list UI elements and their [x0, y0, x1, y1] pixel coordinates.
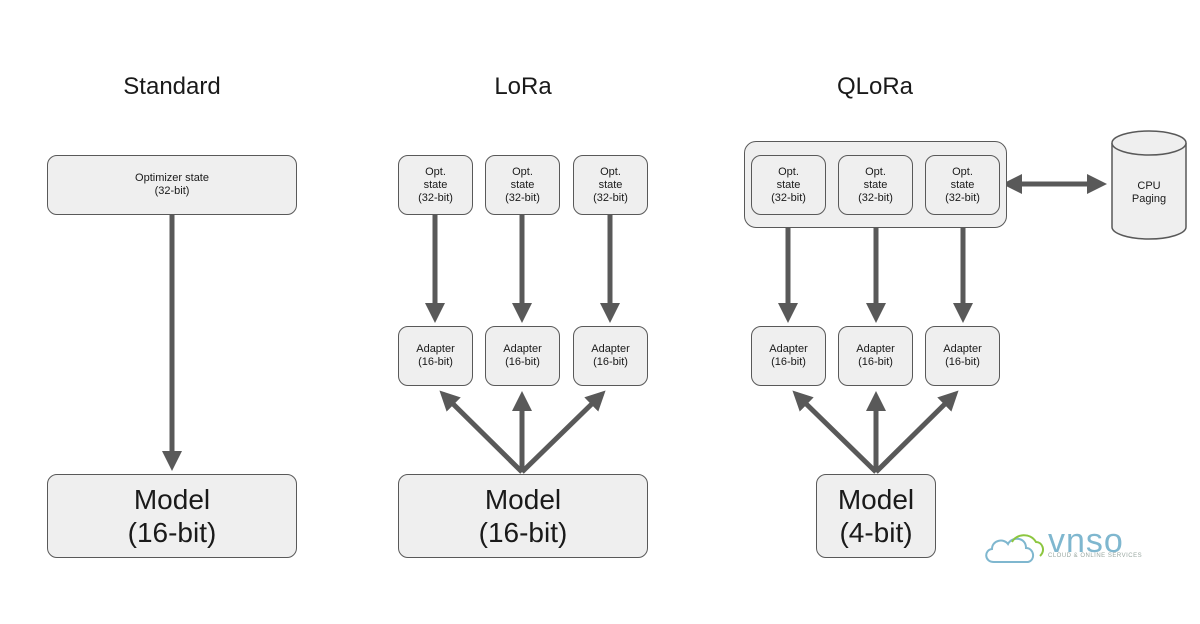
qlora-adapter-box-2: Adapter (16-bit) — [838, 326, 913, 386]
lora-opt-precision: (32-bit) — [505, 191, 540, 204]
vnso-logo-tagline: CLOUD & ONLINE SERVICES — [1048, 553, 1143, 559]
qlora-adapter-label: Adapter — [943, 343, 982, 355]
lora-opt-label: Opt. — [600, 165, 621, 178]
qlora-opt-precision: (32-bit) — [771, 191, 806, 204]
qlora-adapter-precision: (16-bit) — [771, 356, 806, 368]
qlora-adapter-label: Adapter — [856, 343, 895, 355]
arrow-lora-model-to-adapter3 — [520, 390, 606, 474]
lora-adapter-box-1: Adapter (16-bit) — [398, 326, 473, 386]
arrow-lora-model-to-adapter1 — [439, 390, 524, 474]
paging-label: Paging — [1131, 193, 1167, 205]
qlora-adapter-box-1: Adapter (16-bit) — [751, 326, 826, 386]
qlora-adapter-box-3: Adapter (16-bit) — [925, 326, 1000, 386]
qlora-opt-label: Opt. — [865, 165, 886, 178]
standard-optimizer-label: Optimizer state — [135, 172, 209, 184]
standard-optimizer-state-box: Optimizer state (32-bit) — [47, 155, 297, 215]
lora-opt-state-box-2: Opt. state (32-bit) — [485, 155, 560, 215]
title-qlora: QLoRa — [836, 73, 914, 100]
lora-adapter-label: Adapter — [591, 343, 630, 355]
lora-opt-precision: (32-bit) — [593, 191, 628, 204]
standard-optimizer-precision: (32-bit) — [154, 185, 190, 197]
qlora-opt-precision: (32-bit) — [858, 191, 893, 204]
lora-adapter-box-3: Adapter (16-bit) — [573, 326, 648, 386]
title-lora: LoRa — [494, 73, 552, 100]
qlora-model-label: Model — [837, 484, 915, 515]
qlora-opt-label: state — [950, 178, 975, 191]
standard-model-label: Model — [133, 484, 211, 515]
lora-opt-state-box-1: Opt. state (32-bit) — [398, 155, 473, 215]
standard-model-precision: (16-bit) — [127, 517, 217, 548]
lora-adapter-box-2: Adapter (16-bit) — [485, 326, 560, 386]
lora-adapter-label: Adapter — [416, 343, 455, 355]
qlora-model-precision: (4-bit) — [839, 517, 913, 548]
qlora-adapter-precision: (16-bit) — [945, 356, 980, 368]
arrow-qlora-model-to-adapter1 — [792, 390, 878, 474]
qlora-opt-label: state — [776, 178, 801, 191]
vnso-logo-icon — [985, 534, 1044, 563]
qlora-opt-precision: (32-bit) — [945, 191, 980, 204]
lora-adapter-precision: (16-bit) — [593, 356, 628, 368]
lora-opt-label: state — [510, 178, 535, 191]
qlora-adapter-label: Adapter — [769, 343, 808, 355]
lora-model-box: Model (16-bit) — [398, 474, 648, 558]
vnso-logo-wordmark: vnso — [1048, 522, 1124, 560]
lora-opt-precision: (32-bit) — [418, 191, 453, 204]
lora-adapter-precision: (16-bit) — [505, 356, 540, 368]
qlora-opt-label: state — [863, 178, 888, 191]
qlora-opt-state-box-2: Opt. state (32-bit) — [838, 155, 913, 215]
lora-opt-state-box-3: Opt. state (32-bit) — [573, 155, 648, 215]
cpu-paging-label: CPU Paging — [1112, 180, 1186, 206]
lora-adapter-label: Adapter — [503, 343, 542, 355]
lora-opt-label: Opt. — [512, 165, 533, 178]
qlora-opt-label: Opt. — [778, 165, 799, 178]
lora-opt-label: state — [423, 178, 448, 191]
qlora-opt-state-box-3: Opt. state (32-bit) — [925, 155, 1000, 215]
lora-opt-label: Opt. — [425, 165, 446, 178]
lora-adapter-precision: (16-bit) — [418, 356, 453, 368]
qlora-opt-state-box-1: Opt. state (32-bit) — [751, 155, 826, 215]
title-standard: Standard — [123, 73, 221, 100]
cpu-label: CPU — [1137, 180, 1161, 192]
lora-opt-label: state — [598, 178, 623, 191]
arrow-qlora-model-to-adapter3 — [874, 390, 959, 474]
lora-model-label: Model — [484, 484, 562, 515]
qlora-opt-label: Opt. — [952, 165, 973, 178]
qlora-model-box: Model (4-bit) — [816, 474, 936, 558]
cpu-paging-cylinder — [1111, 130, 1187, 240]
qlora-adapter-precision: (16-bit) — [858, 356, 893, 368]
standard-model-box: Model (16-bit) — [47, 474, 297, 558]
lora-model-precision: (16-bit) — [478, 517, 568, 548]
